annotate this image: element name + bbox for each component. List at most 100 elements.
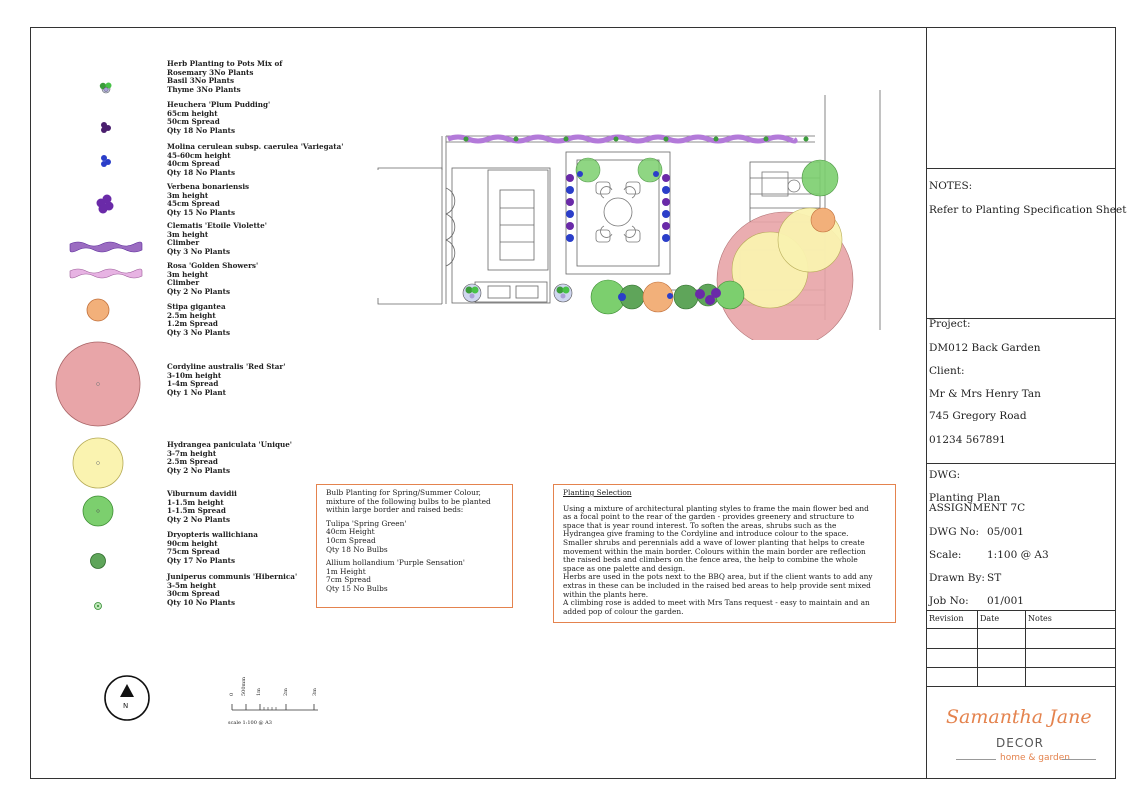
dwg-title: Planting Plan bbox=[929, 492, 1001, 504]
north-label: N bbox=[123, 702, 129, 710]
viburnum-icon bbox=[82, 495, 114, 527]
legend-line: Molina cerulean subsp. caerulea 'Variega… bbox=[167, 142, 344, 151]
bulb-line: mixture of the following bulbs to be pla… bbox=[326, 496, 491, 506]
legend-line: Rosa 'Golden Showers' bbox=[167, 261, 259, 270]
scale-tick-label: 500mm bbox=[241, 676, 247, 696]
logo-script-text: Samantha Jane bbox=[946, 706, 1092, 728]
legend-line: Cordyline australis 'Red Star' bbox=[167, 362, 286, 371]
legend-line: Rosemary 3No Plants bbox=[167, 67, 254, 77]
legend-line: 3m height bbox=[167, 269, 209, 279]
job-no-label: Job No: bbox=[929, 595, 969, 607]
bulb-line: Bulb Planting for Spring/Summer Colour, bbox=[326, 488, 481, 497]
bulb-line: 1m Height bbox=[326, 566, 366, 576]
north-arrow bbox=[104, 675, 150, 721]
legend-entry-hydrangea: Hydrangea paniculata 'Unique'3-7m height… bbox=[167, 440, 292, 475]
bulb-line: 7cm Spread bbox=[326, 575, 372, 585]
selection-line: within the plants here. bbox=[563, 589, 649, 599]
drawing-sheet bbox=[30, 27, 1116, 779]
client-phone: 01234 567891 bbox=[929, 434, 1006, 446]
legend-entry-juniperus: Juniperus communis 'Hibernica'3-5m heigh… bbox=[167, 572, 298, 607]
scale-bar bbox=[231, 704, 318, 711]
scale-label: Scale: bbox=[929, 549, 962, 561]
drawn-by-label: Drawn By: bbox=[929, 572, 985, 584]
revision-header: Revision bbox=[929, 614, 964, 623]
legend-line: 45-60cm height bbox=[167, 150, 231, 160]
legend-line: Qty 1 No Plant bbox=[167, 387, 226, 397]
legend-line: Dryopteris wallichiana bbox=[167, 530, 258, 539]
verbena-icon bbox=[96, 194, 114, 214]
legend-line: 75cm Spread bbox=[167, 547, 220, 557]
hydrangea-icon bbox=[72, 437, 124, 489]
legend-line: 90cm height bbox=[167, 538, 218, 548]
legend-line: 1.2m Spread bbox=[167, 319, 218, 329]
legend-line: Qty 2 No Plants bbox=[167, 514, 231, 524]
bulb-line: within large border and raised beds: bbox=[326, 505, 464, 515]
client-address: 745 Gregory Road bbox=[929, 410, 1027, 422]
title-block bbox=[926, 27, 1117, 779]
legend-line: 3-5m height bbox=[167, 580, 217, 590]
selection-line: as a focal point to the rear of the gard… bbox=[563, 512, 855, 522]
selection-line: Smaller shrubs and perennials add a wave… bbox=[563, 537, 865, 547]
scale-tick-label: 1m bbox=[256, 688, 262, 696]
legend-line: Juniperus communis 'Hibernica' bbox=[167, 572, 298, 581]
legend-line: Qty 15 No Plants bbox=[167, 207, 236, 217]
legend-line: Qty 18 No Plants bbox=[167, 125, 236, 135]
legend-line: 2.5m height bbox=[167, 310, 216, 320]
bulb-line: Allium hollandium 'Purple Sensation' bbox=[326, 558, 465, 568]
legend-line: Clematis 'Etoile Violette' bbox=[167, 221, 267, 230]
selection-line: Hydrangea give framing to the Cordyline … bbox=[563, 529, 849, 539]
job-no-value: 01/001 bbox=[987, 595, 1024, 607]
dwg-label: DWG: bbox=[929, 469, 961, 481]
selection-line: Herbs are used in the pots next to the B… bbox=[563, 572, 873, 582]
legend-line: 1-1.5m height bbox=[167, 497, 224, 507]
legend-line: Verbena bonariensis bbox=[167, 182, 250, 191]
herb-pot-icon bbox=[99, 82, 112, 94]
notes-header: Notes bbox=[1028, 614, 1052, 623]
selection-line: Using a mixture of architectural plantin… bbox=[563, 503, 869, 513]
notes-label: NOTES: bbox=[929, 180, 973, 192]
legend-line: 1-1.5m Spread bbox=[167, 506, 226, 516]
selection-line: added pop of colour the garden. bbox=[563, 606, 684, 616]
project-label: Project: bbox=[929, 318, 971, 330]
legend-line: Hydrangea paniculata 'Unique' bbox=[167, 440, 292, 449]
legend-line: 2.5m Spread bbox=[167, 457, 218, 467]
legend-line: Qty 2 No Plants bbox=[167, 465, 231, 475]
legend-line: 45cm Spread bbox=[167, 199, 220, 209]
client-name: Mr & Mrs Henry Tan bbox=[929, 388, 1041, 400]
bulb-line: Qty 18 No Bulbs bbox=[326, 544, 388, 554]
dryopteris-icon bbox=[90, 553, 106, 569]
north-arrow-icon bbox=[120, 684, 134, 697]
bulb-line: Tulipa 'Spring Green' bbox=[326, 518, 407, 528]
scale-tick-label: 3m bbox=[312, 688, 318, 696]
scale-caption: scale 1:100 @ A3 bbox=[228, 720, 272, 726]
notes-text: Refer to Planting Specification Sheet bbox=[929, 204, 1127, 216]
dwg-no-label: DWG No: bbox=[929, 526, 979, 538]
logo-decor-text: DECOR bbox=[996, 736, 1044, 750]
rosa-icon bbox=[69, 268, 143, 279]
selection-line: space as one palette and design. bbox=[563, 563, 686, 573]
legend-line: 1-4m Spread bbox=[167, 379, 219, 389]
legend-line: Qty 10 No Plants bbox=[167, 597, 236, 607]
selection-line: movement within the main border. Colours… bbox=[563, 546, 866, 556]
legend-line: 50cm Spread bbox=[167, 117, 220, 127]
legend-symbols bbox=[55, 82, 143, 610]
stipa-icon bbox=[86, 298, 110, 322]
legend-line: Heuchera 'Plum Pudding' bbox=[167, 100, 271, 109]
selection-line: the raised beds and climbers on the fenc… bbox=[563, 555, 858, 565]
legend-line: 3m height bbox=[167, 190, 209, 200]
legend-line: Thyme 3No Plants bbox=[167, 84, 241, 94]
legend-line: Qty 17 No Plants bbox=[167, 555, 236, 565]
selection-line: space that is year round interest. To so… bbox=[563, 520, 837, 530]
logo-sub-text: home & garden bbox=[1000, 753, 1070, 763]
legend-line: Qty 18 No Plants bbox=[167, 167, 236, 177]
heuchera-icon bbox=[101, 122, 111, 133]
legend-line: 3-10m height bbox=[167, 370, 222, 380]
dwg-subtitle: ASSIGNMENT 7C bbox=[929, 502, 1026, 514]
selection-line: extras in these can be included in the r… bbox=[563, 580, 871, 590]
legend-line: 40cm Spread bbox=[167, 159, 220, 169]
